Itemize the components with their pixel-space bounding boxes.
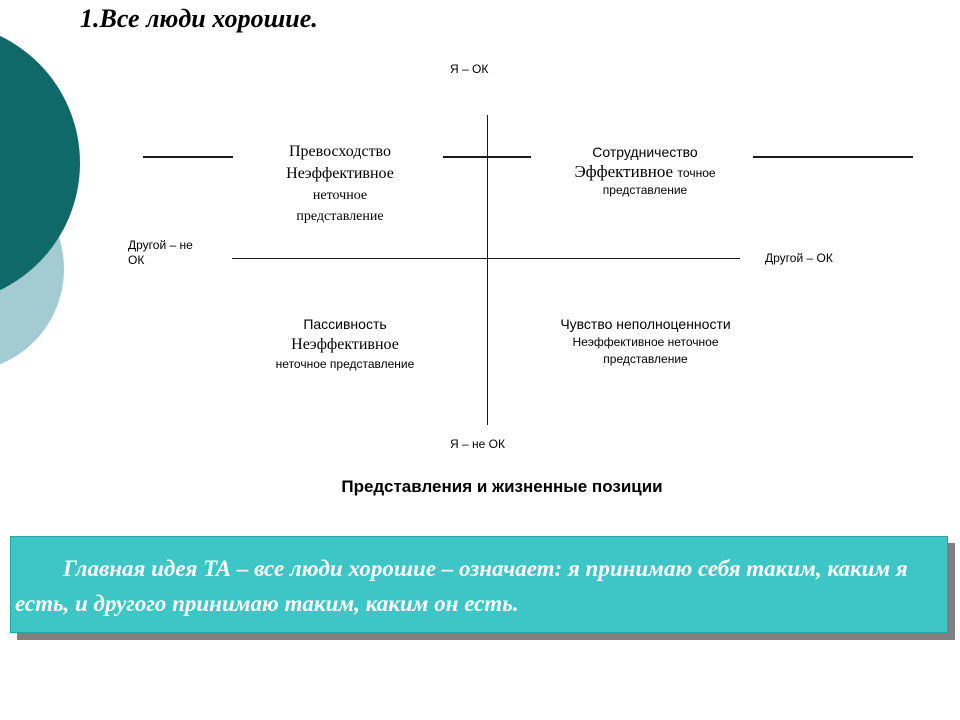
quadrant-bl-emph: Неэффективное xyxy=(291,336,399,353)
quadrant-tl-line4: представление xyxy=(296,209,384,224)
quadrant-tr-line2: Эффективное точное xyxy=(540,162,750,182)
axis-label-bottom: Я – не ОК xyxy=(450,437,505,451)
callout-text: Главная идея ТА – все люди хорошие – озн… xyxy=(15,556,908,616)
quadrant-br-small1: Неэффективное неточное xyxy=(572,335,719,349)
quadrant-bottom-left: Пассивность Неэффективное неточное предс… xyxy=(245,315,445,373)
quadrant-tl-heading: Превосходство xyxy=(289,143,391,160)
horizontal-axis-line xyxy=(232,258,740,259)
quadrant-bl-small: неточное представление xyxy=(275,357,415,371)
axis-label-right: Другой – ОК xyxy=(765,251,833,265)
quadrant-tr-heading: Сотрудничество xyxy=(592,144,698,160)
quadrant-top-right: Сотрудничество Эффективное точное предст… xyxy=(540,143,750,199)
quadrant-tl-line2: Неэффективное xyxy=(286,165,394,182)
quadrant-tr-line3: представление xyxy=(602,183,688,197)
axis-label-left: Другой – не ОК xyxy=(128,238,193,267)
decorative-line-middle xyxy=(443,156,531,158)
decorative-line-left xyxy=(143,156,233,158)
diagram-caption: Представления и жизненные позиции xyxy=(341,477,663,496)
axis-label-top: Я – ОК xyxy=(450,62,489,76)
vertical-axis-line xyxy=(487,115,488,425)
quadrant-top-left: Превосходство Неэффективное неточное пре… xyxy=(240,141,440,227)
quadrant-tl-line3: неточное xyxy=(312,188,368,203)
quadrant-tr-emph: Эффективное xyxy=(574,162,674,181)
quadrant-tr-inline-small: точное xyxy=(677,166,716,180)
quadrant-br-heading: Чувство неполноценности xyxy=(560,316,731,332)
callout-box: Главная идея ТА – все люди хорошие – озн… xyxy=(10,536,948,633)
quadrant-bl-heading: Пассивность xyxy=(303,316,387,332)
quadrant-br-small2: представление xyxy=(603,352,688,366)
quadrant-bottom-right: Чувство неполноценности Неэффективное не… xyxy=(528,315,763,368)
decorative-line-right xyxy=(753,156,913,158)
slide-title: 1.Все люди хорошие. xyxy=(80,4,318,33)
